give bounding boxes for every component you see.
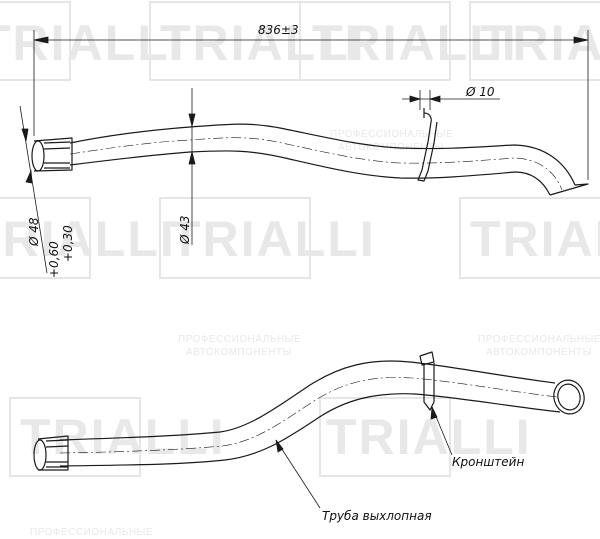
watermark-frame	[159, 197, 311, 279]
arrow-bracket-left	[409, 95, 422, 103]
callout-layer	[275, 405, 453, 509]
iso-pipe-outlet	[553, 379, 585, 415]
pipe-iso-view	[33, 351, 585, 471]
iso-bracket-clamp	[419, 351, 435, 366]
iso-inlet-slot-line	[45, 445, 69, 448]
arrow-inlet-top	[21, 128, 29, 142]
bracket-callout-label: Кронштейн	[452, 455, 524, 469]
watermark-tagline: ПРОФЕССИОНАЛЬНЫЕ	[478, 334, 600, 345]
inlet-slot-line	[43, 141, 71, 144]
iso-pipe-inlet-sleeve	[37, 435, 69, 471]
pipe-end-cut	[549, 183, 589, 196]
pipe-top-view	[31, 108, 589, 196]
watermark-text-layer: TRIALLI TRIALLI TRIALLI TRIALLI TRIALLI …	[0, 15, 600, 538]
watermark-brand: TRIALLI	[470, 211, 600, 267]
pipe-diameter-label: Ø 43	[178, 215, 192, 245]
inlet-diameter-label: Ø 48	[27, 217, 41, 247]
inlet-tolerance-lower-label: +0,30	[61, 225, 75, 262]
watermark-tagline: АВТОКОМПОНЕНТЫ	[486, 347, 592, 358]
watermark-brand: TRIALLI	[480, 15, 600, 71]
pipe-wall-upper	[69, 123, 576, 186]
watermark-tagline: АВТОКОМПОНЕНТЫ	[186, 347, 292, 358]
watermark-brand: TRIALLI	[326, 409, 532, 465]
pipe-inlet-opening	[31, 140, 45, 172]
watermark-tagline: ПРОФЕССИОНАЛЬНЫЕ	[30, 527, 153, 538]
watermark-frame	[459, 197, 600, 279]
arrow-bracket-right	[428, 95, 441, 103]
iso-bracket-rod	[423, 363, 435, 411]
watermark-frame	[319, 397, 451, 477]
watermark-tagline: ПРОФЕССИОНАЛЬНЫЕ	[330, 129, 453, 140]
pipe-centerline	[69, 137, 563, 191]
watermark-brand: TRIALLI	[160, 15, 366, 71]
watermark-frame	[469, 1, 600, 81]
arrow-pipe-bottom	[188, 151, 196, 165]
arrow-right	[573, 36, 589, 44]
watermark-frame	[0, 197, 91, 279]
dimension-layer	[19, 30, 589, 274]
iso-pipe-centerline	[59, 377, 558, 454]
watermark-brand: TRIALLI	[312, 15, 518, 71]
pipe-wall-lower	[69, 150, 551, 196]
watermark-brand: TRIALLI	[0, 15, 186, 71]
watermark-brand: TRIALLI	[0, 211, 176, 267]
bracket-diameter-label: Ø 10	[465, 85, 495, 99]
watermark-brand: TRIALLI	[170, 211, 376, 267]
watermark-tagline: ПРОФЕССИОНАЛЬНЫЕ	[178, 334, 301, 345]
pipe-leader-arrow	[275, 439, 284, 453]
iso-pipe-wall-upper	[59, 360, 556, 441]
iso-pipe-inlet-opening	[33, 439, 47, 471]
inlet-tolerance-upper-label: +0,60	[47, 241, 61, 278]
inlet-slot-line	[43, 147, 71, 150]
arrow-inlet-bottom	[25, 169, 33, 184]
pipe-leader-line	[275, 439, 321, 509]
iso-inlet-slot-line	[45, 439, 69, 442]
overall-length-label: 836±3	[258, 23, 299, 37]
watermark-frame	[299, 1, 451, 81]
watermark-brand: TRIALLI	[20, 409, 226, 465]
pipe-inlet-sleeve	[33, 137, 73, 172]
arrow-left	[33, 36, 49, 44]
iso-pipe-outlet-inner	[557, 383, 581, 411]
bracket-rod	[417, 112, 438, 182]
iso-pipe-wall-lower	[59, 393, 561, 467]
arrow-pipe-top	[188, 113, 196, 127]
watermark-frame	[0, 1, 71, 81]
bracket-leader-arrow	[430, 405, 438, 420]
exhaust-pipe-callout-label: Труба выхлопная	[322, 509, 432, 523]
